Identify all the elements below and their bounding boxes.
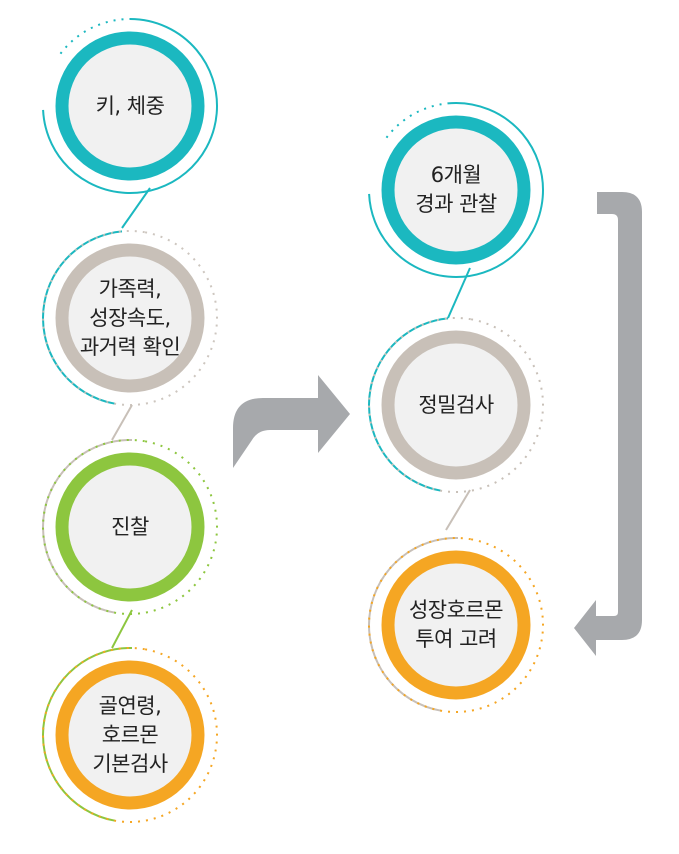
- right-step-3-label: 성장호르몬 투여 고려: [408, 598, 504, 651]
- left-step-1: [42, 18, 218, 194]
- left-step-2: [42, 230, 218, 406]
- left-connectors: [111, 187, 151, 649]
- return-arrow: [574, 192, 642, 656]
- left-step-3: [42, 439, 218, 615]
- forward-arrow: [233, 375, 350, 468]
- left-step-4-label: 골연령, 호르몬 기본검사: [92, 693, 168, 776]
- left-step-4: [42, 647, 218, 823]
- left-step-1-label: 키, 체중: [95, 93, 165, 118]
- right-step-3: [368, 537, 544, 713]
- right-step-2-label: 정밀검사: [418, 392, 494, 417]
- right-step-1: [368, 102, 544, 278]
- right-step-1-label: 6개월 경과 관찰: [415, 163, 497, 216]
- left-step-3-label: 진찰: [111, 514, 149, 539]
- left-step-2-label: 가족력, 성장속도, 과거력 확인: [79, 276, 181, 359]
- right-step-2: [368, 317, 544, 494]
